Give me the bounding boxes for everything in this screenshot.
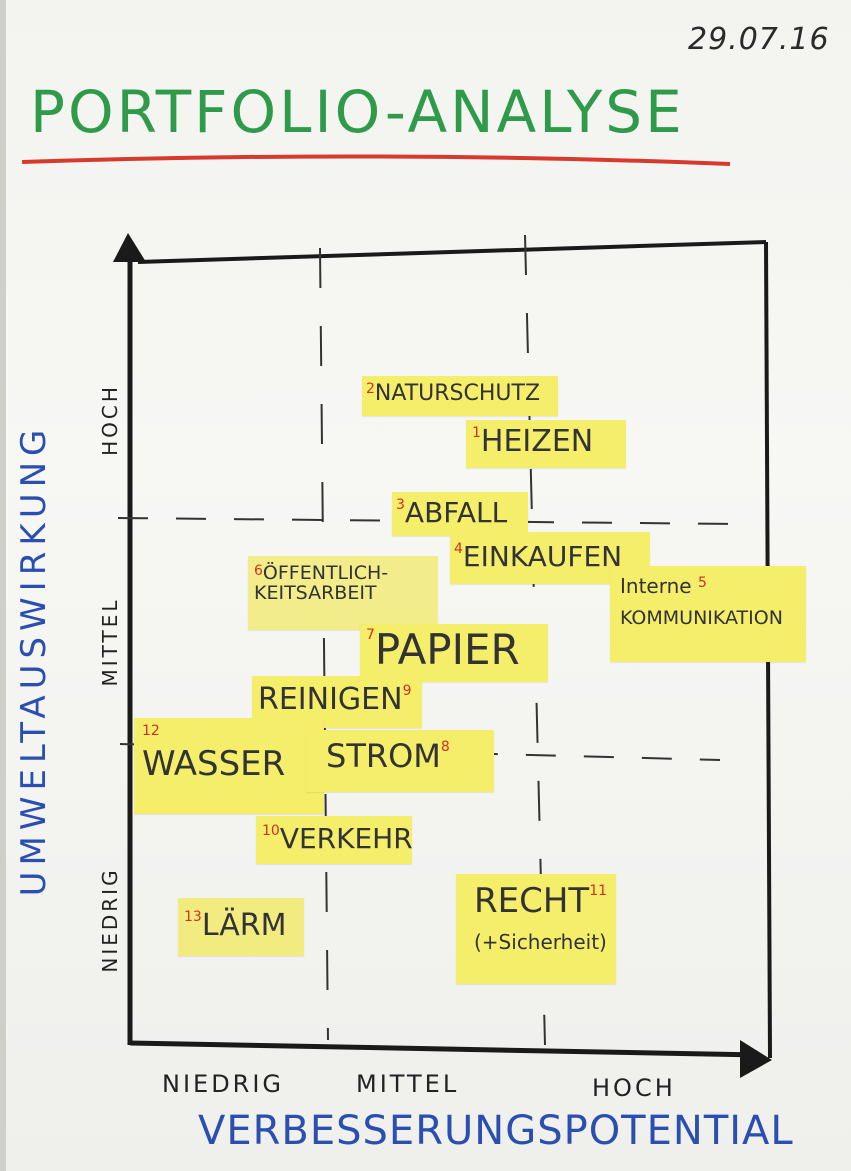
note-laerm: 13LÄRM [178,898,304,956]
x-tick-mittel: MITTEL [356,1070,460,1098]
y-axis-label: UMWELTAUSWIRKUNG [14,423,54,897]
note-papier: 7PAPIER [360,624,548,682]
note-heizen: 1HEIZEN [466,420,626,468]
title-underline [21,154,731,166]
note-verkehr: 10VERKEHR [256,816,413,864]
y-tick-niedrig: NIEDRIG [98,867,122,973]
y-tick-hoch: HOCH [98,384,122,456]
note-wasser: 12 WASSER [134,718,324,814]
note-naturschutz: 2NATURSCHUTZ [362,376,558,416]
x-tick-hoch: HOCH [592,1074,676,1102]
x-tick-niedrig: NIEDRIG [162,1070,285,1098]
date-label: 29.07.16 [688,22,830,57]
x-axis-line [129,1040,761,1058]
page-title: PORTFOLIO-ANALYSE [30,78,685,146]
note-interne-kommunikation: Interne 5 KOMMUNIKATION [610,566,806,662]
x-axis-arrow [740,1040,772,1078]
matrix-top-border [137,240,767,264]
note-strom: STROM8 [306,730,494,792]
note-abfall: 3ABFALL [392,492,528,536]
y-tick-mittel: MITTEL [98,597,122,687]
grid-vertical-1 [319,247,329,1041]
y-axis-arrow [113,233,146,262]
note-oeffentlichkeitsarbeit: 6ÖFFENTLICH- KEITSARBEIT [248,556,438,630]
note-recht: RECHT11 (+Sicherheit) [456,874,616,984]
x-axis-label: VERBESSERUNGSPOTENTIAL [198,1108,794,1154]
